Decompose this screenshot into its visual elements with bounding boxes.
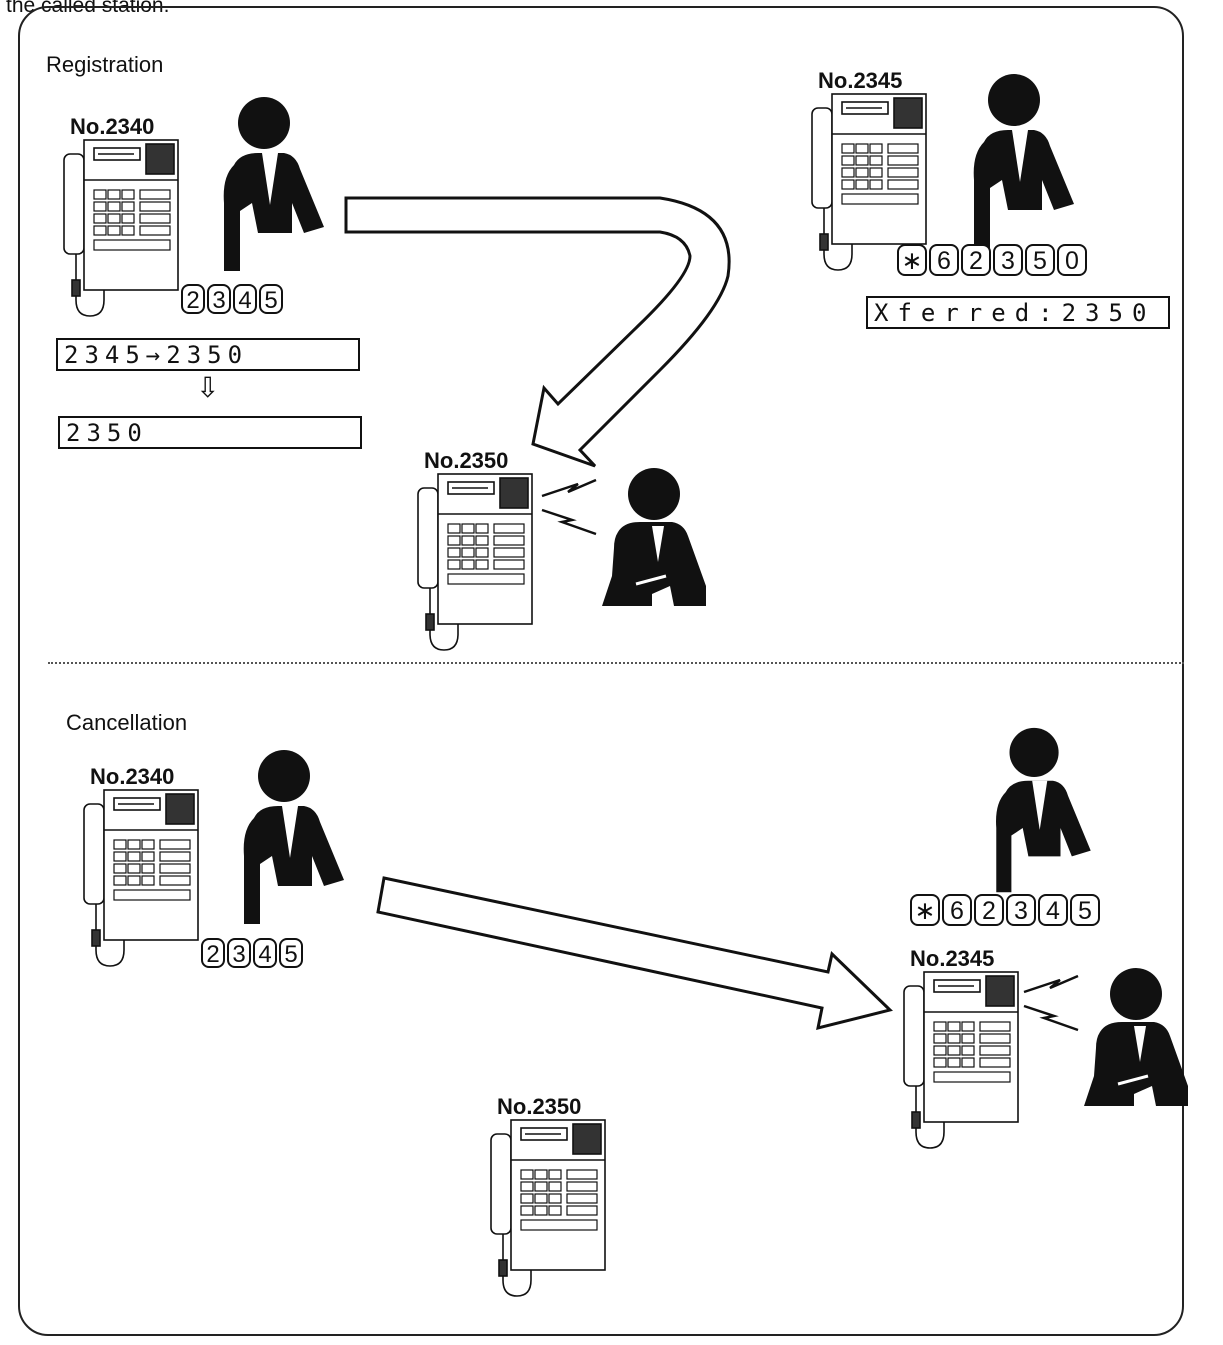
dial-key: 4 — [253, 938, 277, 968]
dial-keys-2345: 2 3 4 5 — [181, 284, 283, 314]
dial-key: 3 — [993, 244, 1023, 276]
dial-key: 5 — [1070, 894, 1100, 926]
telephone-icon — [903, 971, 1019, 1149]
dial-key: 4 — [233, 284, 257, 314]
person-icon — [600, 466, 708, 608]
person-icon — [973, 74, 1074, 248]
dial-key: 4 — [1038, 894, 1068, 926]
star-key: ∗ — [897, 244, 927, 276]
telephone-icon — [63, 139, 179, 317]
station-2340-label: No.2340 — [70, 114, 155, 139]
telephone-icon — [83, 789, 199, 967]
ringing-icon — [541, 478, 597, 536]
dial-key: 2 — [201, 938, 225, 968]
dial-key: 5 — [1025, 244, 1055, 276]
station-2350-label: No.2350 — [497, 1094, 582, 1119]
person-icon — [996, 727, 1091, 893]
section-divider — [48, 662, 1184, 664]
person-icon — [223, 97, 324, 271]
dial-key: 3 — [227, 938, 251, 968]
telephone-icon — [417, 473, 533, 651]
cancellation-title: Cancellation — [66, 710, 188, 735]
dial-key: 6 — [929, 244, 959, 276]
arrow-icon — [344, 196, 731, 468]
dial-key: 2 — [181, 284, 205, 314]
dial-key: 2 — [961, 244, 991, 276]
station-2340-label: No.2340 — [90, 764, 175, 789]
dial-key: 3 — [207, 284, 231, 314]
telephone-icon — [490, 1119, 606, 1297]
person-icon — [243, 750, 344, 924]
dial-key: 0 — [1057, 244, 1087, 276]
diagram-frame — [18, 6, 1184, 1336]
ringing-icon — [1023, 974, 1079, 1032]
dial-key: 5 — [259, 284, 283, 314]
person-icon — [1082, 966, 1190, 1108]
cancel-keys: ∗ 6 2 3 4 5 — [910, 894, 1100, 926]
display-xferred: Xferred:2350 — [866, 296, 1170, 329]
station-2345-label: No.2345 — [910, 946, 995, 971]
star-key: ∗ — [910, 894, 940, 926]
display-before: 2345→2350 — [56, 338, 360, 371]
dial-keys-2345: 2 3 4 5 — [201, 938, 303, 968]
dial-key: 6 — [942, 894, 972, 926]
display-after: 2350 — [58, 416, 362, 449]
registration-title: Registration — [46, 52, 164, 77]
forward-keys: ∗ 6 2 3 5 0 — [897, 244, 1087, 276]
dial-key: 2 — [974, 894, 1004, 926]
arrow-icon — [376, 876, 893, 1031]
station-2350-label: No.2350 — [424, 448, 509, 473]
station-2345-label: No.2345 — [818, 68, 903, 93]
dial-key: 5 — [279, 938, 303, 968]
dial-key: 3 — [1006, 894, 1036, 926]
down-arrow-icon: ⇩ — [196, 372, 220, 403]
